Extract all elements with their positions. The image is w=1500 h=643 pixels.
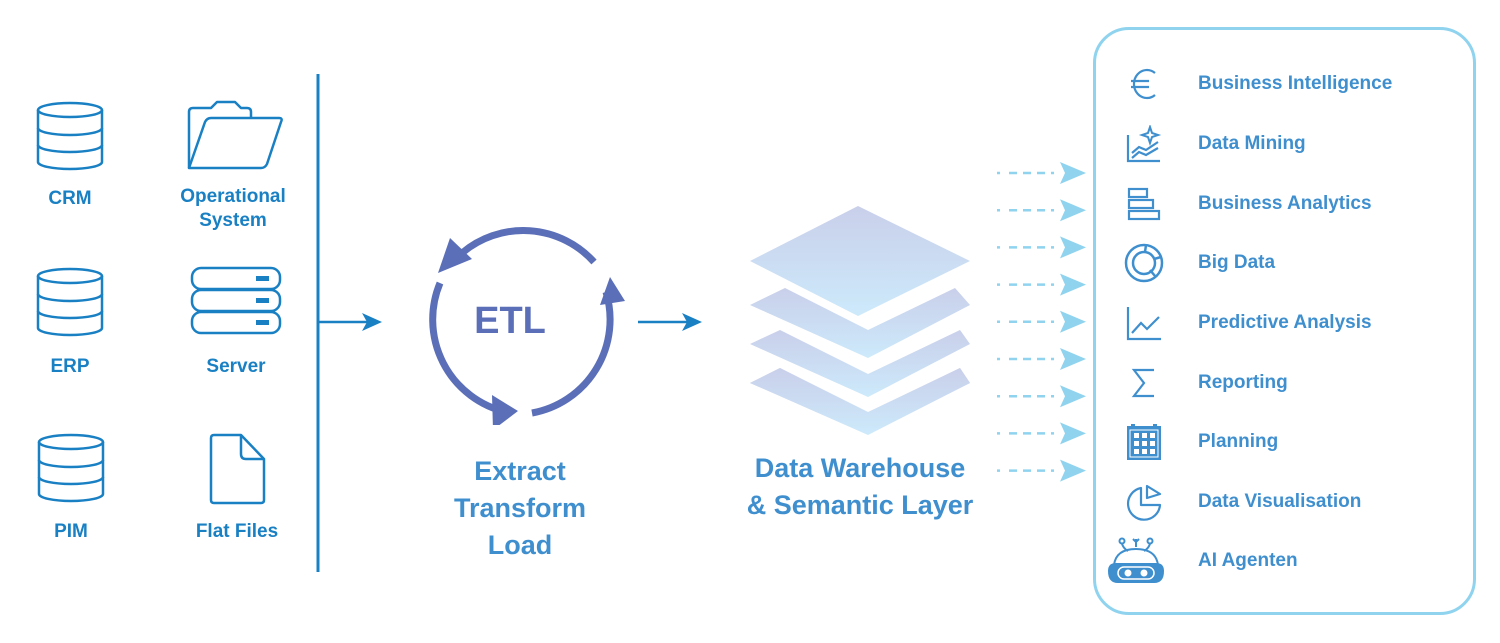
robot-icon bbox=[1108, 537, 1168, 583]
etl-cycle-icon bbox=[429, 227, 625, 425]
arrow-head-icon bbox=[1060, 385, 1086, 408]
arrow-head-icon bbox=[1060, 199, 1086, 222]
output-label: Big Data bbox=[1198, 252, 1276, 273]
etl-to-warehouse-arrow bbox=[638, 313, 702, 331]
arrow-head-icon bbox=[1060, 348, 1086, 370]
output-label: Planning bbox=[1198, 431, 1279, 452]
arrow-head-icon bbox=[1060, 310, 1086, 333]
source-label-crm: CRM bbox=[48, 188, 92, 209]
output-item-planning[interactable]: Planning bbox=[1120, 422, 1460, 462]
dashed-arrow bbox=[997, 459, 1086, 482]
output-label: Business Intelligence bbox=[1198, 73, 1393, 94]
warehouse-caption: Data Warehouse & Semantic Layer bbox=[700, 450, 1020, 524]
dashed-arrow bbox=[997, 236, 1086, 259]
warehouse-layer-2 bbox=[750, 288, 970, 358]
output-label: Predictive Analysis bbox=[1198, 312, 1372, 333]
warehouse-layer-3 bbox=[750, 330, 970, 397]
arrow-right-icon bbox=[362, 313, 382, 331]
chart-sparkle-icon bbox=[1120, 124, 1168, 164]
file-icon bbox=[209, 433, 266, 505]
euro-icon bbox=[1120, 64, 1168, 104]
arrow-head-icon bbox=[1060, 273, 1086, 296]
line-chart-icon bbox=[1120, 303, 1168, 343]
output-label: Reporting bbox=[1198, 372, 1288, 393]
dashed-arrows bbox=[997, 162, 1086, 482]
output-item-big-data[interactable]: Big Data bbox=[1120, 243, 1460, 283]
dashed-arrow bbox=[997, 422, 1086, 445]
output-item-business-analytics[interactable]: Business Analytics bbox=[1120, 184, 1460, 224]
bar-stack-icon bbox=[1120, 184, 1168, 224]
etl-title: ETL bbox=[474, 300, 546, 342]
donut-icon bbox=[1120, 243, 1168, 283]
source-label-flat-files: Flat Files bbox=[195, 521, 279, 542]
arrow-head-icon bbox=[1060, 459, 1086, 482]
dashed-arrow bbox=[997, 273, 1086, 296]
database-icon bbox=[36, 101, 104, 171]
dashed-arrow bbox=[997, 385, 1086, 408]
source-label-operational-line1: Operational bbox=[180, 186, 286, 207]
arrow-right-icon bbox=[682, 313, 702, 331]
etl-caption-load: Load bbox=[487, 530, 553, 560]
output-item-predictive-analysis[interactable]: Predictive Analysis bbox=[1120, 303, 1460, 343]
output-item-data-visualisation[interactable]: Data Visualisation bbox=[1120, 482, 1460, 522]
source-label-pim: PIM bbox=[54, 521, 88, 542]
source-label-server: Server bbox=[206, 356, 266, 377]
dashed-arrow bbox=[997, 162, 1086, 184]
etl-caption-extract: Extract bbox=[474, 456, 566, 486]
source-connector bbox=[316, 74, 382, 572]
server-icon bbox=[190, 266, 282, 335]
warehouse-caption-line2: & Semantic Layer bbox=[746, 490, 974, 520]
source-label-operational: Operational System bbox=[153, 185, 313, 233]
calendar-icon bbox=[1120, 422, 1168, 462]
database-icon bbox=[36, 267, 104, 337]
source-label-erp: ERP bbox=[50, 356, 90, 377]
folder-open-icon bbox=[187, 100, 283, 170]
sigma-icon bbox=[1120, 363, 1168, 403]
etl-caption: Extract Transform Load bbox=[420, 453, 620, 564]
source-label-operational-line2: System bbox=[199, 210, 267, 231]
output-item-reporting[interactable]: Reporting bbox=[1120, 363, 1460, 403]
arrow-head-icon bbox=[1060, 236, 1086, 259]
arrow-head-icon bbox=[1060, 162, 1086, 184]
output-label: AI Agenten bbox=[1198, 550, 1298, 571]
output-panel bbox=[1093, 27, 1476, 615]
arrow-head-icon bbox=[1060, 422, 1086, 445]
pie-chart-icon bbox=[1120, 482, 1168, 522]
database-icon bbox=[37, 433, 105, 503]
warehouse-layers-icon bbox=[750, 206, 970, 435]
dashed-arrow bbox=[997, 199, 1086, 222]
warehouse-caption-line1: Data Warehouse bbox=[754, 453, 966, 483]
dashed-arrow bbox=[997, 310, 1086, 333]
dashed-arrow bbox=[997, 348, 1086, 370]
output-item-data-mining[interactable]: Data Mining bbox=[1120, 124, 1460, 164]
output-label: Data Mining bbox=[1198, 133, 1306, 154]
output-label: Business Analytics bbox=[1198, 193, 1372, 214]
warehouse-layer-1 bbox=[750, 206, 970, 316]
etl-caption-transform: Transform bbox=[453, 493, 587, 523]
output-item-ai-agenten[interactable]: AI Agenten bbox=[1108, 537, 1460, 583]
output-label: Data Visualisation bbox=[1198, 491, 1362, 512]
output-item-business-intelligence[interactable]: Business Intelligence bbox=[1120, 64, 1460, 104]
